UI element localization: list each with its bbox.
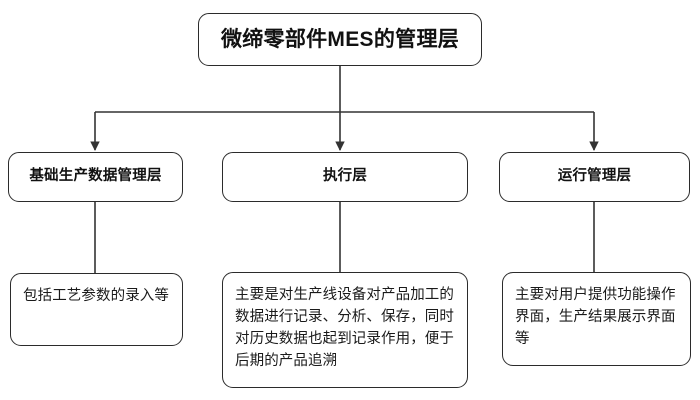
node-title-label: 微缔零部件MES的管理层 (220, 27, 460, 51)
node-layer-2-label: 执行层 (322, 168, 368, 185)
node-layer-basic-production-data[interactable]: 基础生产数据管理层 (8, 152, 183, 202)
node-layer-1-label: 基础生产数据管理层 (29, 168, 162, 185)
node-layer-operation-management[interactable]: 运行管理层 (499, 152, 690, 202)
node-layer-execution[interactable]: 执行层 (222, 152, 468, 202)
node-title-management-layer[interactable]: 微缔零部件MES的管理层 (198, 13, 482, 66)
node-layer-3-label: 运行管理层 (557, 168, 632, 185)
node-description-basic-production-data[interactable]: 包括工艺参数的录入等 (10, 273, 183, 346)
node-desc-2-label: 主要是对生产线设备对产品加工的数据进行记录、分析、保存，同时对历史数据也起到记录… (235, 287, 454, 370)
node-description-execution[interactable]: 主要是对生产线设备对产品加工的数据进行记录、分析、保存，同时对历史数据也起到记录… (222, 272, 468, 388)
node-desc-1-label: 包括工艺参数的录入等 (23, 288, 169, 304)
node-description-operation-management[interactable]: 主要对用户提供功能操作界面，生产结果展示界面等 (502, 272, 691, 366)
node-desc-3-label: 主要对用户提供功能操作界面，生产结果展示界面等 (515, 287, 676, 348)
